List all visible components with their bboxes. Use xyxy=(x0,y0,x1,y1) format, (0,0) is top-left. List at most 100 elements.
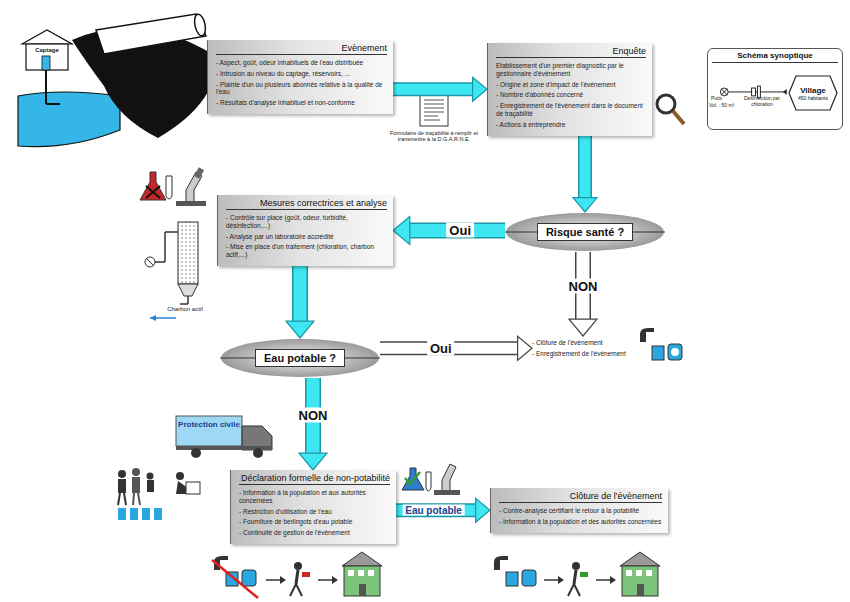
water-ok-sequence xyxy=(596,579,610,581)
flow-arrow xyxy=(393,77,487,101)
filter-unit xyxy=(150,315,156,321)
no-water-sequence xyxy=(348,570,354,576)
lab-icon xyxy=(146,186,160,198)
civil-protection-truck xyxy=(176,416,272,458)
filter-unit xyxy=(155,261,165,263)
form-icon xyxy=(424,120,440,121)
filter-unit xyxy=(164,232,166,262)
edge-label: NON xyxy=(566,278,601,293)
node-caption: 450 habitants xyxy=(798,95,828,101)
bullet-item: - Analyse par un laboratoire accrédité xyxy=(226,233,387,241)
tap-icons xyxy=(640,328,682,360)
lab-icon xyxy=(140,172,166,200)
arrow-head xyxy=(518,336,532,360)
bullet-item: - Information à la population et aux aut… xyxy=(239,489,390,505)
closure-box: - Clôture de l'évènement- Enregistrement… xyxy=(532,336,634,361)
form-icon xyxy=(424,116,438,117)
lab-ok-icon xyxy=(405,472,420,484)
people-icon xyxy=(176,472,184,480)
annotation-label: Captage xyxy=(28,47,66,54)
edge-label: Oui xyxy=(427,341,455,356)
flow-arrow xyxy=(380,341,518,355)
no-water-sequence xyxy=(296,570,298,584)
bullet-item: - Enregistrement de l'évènement xyxy=(532,350,634,358)
decision-lens: Eau potable ? xyxy=(220,338,380,378)
flow-arrow xyxy=(292,266,308,321)
flow-arrow xyxy=(299,378,327,470)
no-water-sequence xyxy=(318,579,332,581)
form-icon xyxy=(424,108,444,109)
people-icon xyxy=(118,468,200,520)
lab-ok-icon xyxy=(402,468,424,490)
water-ok-sequence xyxy=(506,572,518,586)
synoptic-symbols xyxy=(721,89,727,95)
water-ok-sequence xyxy=(626,570,632,576)
catchment-scene xyxy=(46,103,60,105)
box-heading: Enquête xyxy=(496,46,646,58)
no-water-sequence xyxy=(332,576,338,584)
investigation-box: EnquêteEtablissement d'un premier diagno… xyxy=(487,43,652,136)
decision-label: Risque santé ? xyxy=(537,223,633,241)
no-water-sequence xyxy=(242,570,256,586)
water-ok-sequence xyxy=(646,570,652,576)
synoptic-symbols xyxy=(721,89,727,95)
hexagon-shape xyxy=(789,76,837,110)
no-water-sequence xyxy=(290,584,296,596)
filter-unit xyxy=(180,303,188,305)
flow-arrow xyxy=(307,378,320,453)
lab-icon xyxy=(140,167,206,206)
decision-shape xyxy=(506,213,664,251)
measures-box: Mesures correctrices et analyse - Contrôl… xyxy=(217,195,393,266)
bullet-item: - Mise en place d'un traitement (chlorat… xyxy=(226,243,387,259)
no-water-sequence xyxy=(212,560,258,598)
magnifier-icon xyxy=(673,111,684,124)
synoptic-symbols xyxy=(752,88,756,96)
decision-lens: Risque santé ? xyxy=(505,212,665,252)
water-ok-sequence xyxy=(610,576,616,584)
arrow-head xyxy=(286,321,314,338)
bullet-item: - Intrusion au niveau du captage, réserv… xyxy=(216,70,387,78)
form-icon xyxy=(424,104,444,105)
flow-arrow xyxy=(410,224,505,237)
no-water-sequence xyxy=(280,576,286,584)
water-ok-sequence xyxy=(574,570,576,584)
bullet-item: Etablissement d'un premier diagnostic pa… xyxy=(496,62,646,78)
flow-arrow xyxy=(286,266,314,338)
people-icon xyxy=(138,493,140,505)
edge-label: NON xyxy=(296,407,331,422)
civil-protection-truck xyxy=(176,416,242,446)
water-ok-sequence xyxy=(636,570,642,576)
magnifier-icon xyxy=(657,95,684,124)
flow-arrow xyxy=(396,505,476,516)
catchment-scene xyxy=(45,70,47,104)
bullet-item: - Enregistrement de l'événement dans le … xyxy=(496,102,646,118)
catchment-scene xyxy=(193,13,207,37)
filter-unit xyxy=(146,258,154,266)
arrow-head xyxy=(569,319,597,336)
flow-arrow xyxy=(577,252,590,319)
water-ok-sequence xyxy=(622,566,658,596)
lab-ok-icon xyxy=(434,490,460,495)
bullet-item: - Contrôle sur place (goût, odeur, turbi… xyxy=(226,214,387,230)
box-heading: Déclaration formelle de non-potabilité xyxy=(239,473,390,485)
water-ok-sequence xyxy=(568,584,574,596)
people-icon xyxy=(133,493,134,505)
bullet-item: - Information à la population et des aut… xyxy=(499,518,662,526)
water-ok-sequence xyxy=(580,572,588,577)
synoptic-panel: Village450 habitantsSchéma synoptique xyxy=(707,48,843,130)
annotation-label: Charbon actif xyxy=(160,306,210,313)
lab-icon xyxy=(194,167,204,179)
arrow-head xyxy=(473,77,487,101)
people-icon xyxy=(132,468,140,476)
filter-unit xyxy=(145,257,155,267)
flow-arrow xyxy=(396,498,490,522)
magnifier-icon xyxy=(657,95,675,113)
synoptic-symbols xyxy=(757,86,760,98)
node-heading: Schéma synoptique xyxy=(712,51,838,63)
box-heading: Mesures correctrices et analyse xyxy=(226,198,387,210)
no-water-sequence xyxy=(344,566,380,596)
filter-unit xyxy=(165,231,178,233)
no-water-sequence xyxy=(359,584,366,596)
flow-arrow xyxy=(578,136,592,198)
catchment-scene xyxy=(42,56,50,70)
